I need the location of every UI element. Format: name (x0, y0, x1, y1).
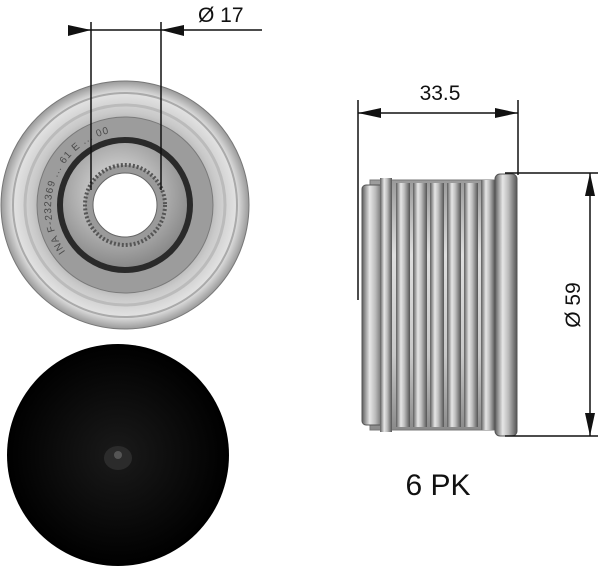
profile-label: 6 PK (405, 469, 470, 502)
pulley-side-view (361, 173, 518, 437)
bore-diameter-label: Ø 17 (198, 4, 244, 27)
outer-diameter-dimension (505, 172, 598, 437)
pulley-front-view: INA F-232369 ... 61 E ... 00 (0, 80, 250, 330)
bore-dimension (68, 22, 262, 190)
protective-cap (7, 344, 229, 566)
width-label: 33.5 (420, 82, 461, 105)
outer-diameter-label: Ø 59 (562, 282, 585, 328)
width-dimension (357, 100, 519, 300)
